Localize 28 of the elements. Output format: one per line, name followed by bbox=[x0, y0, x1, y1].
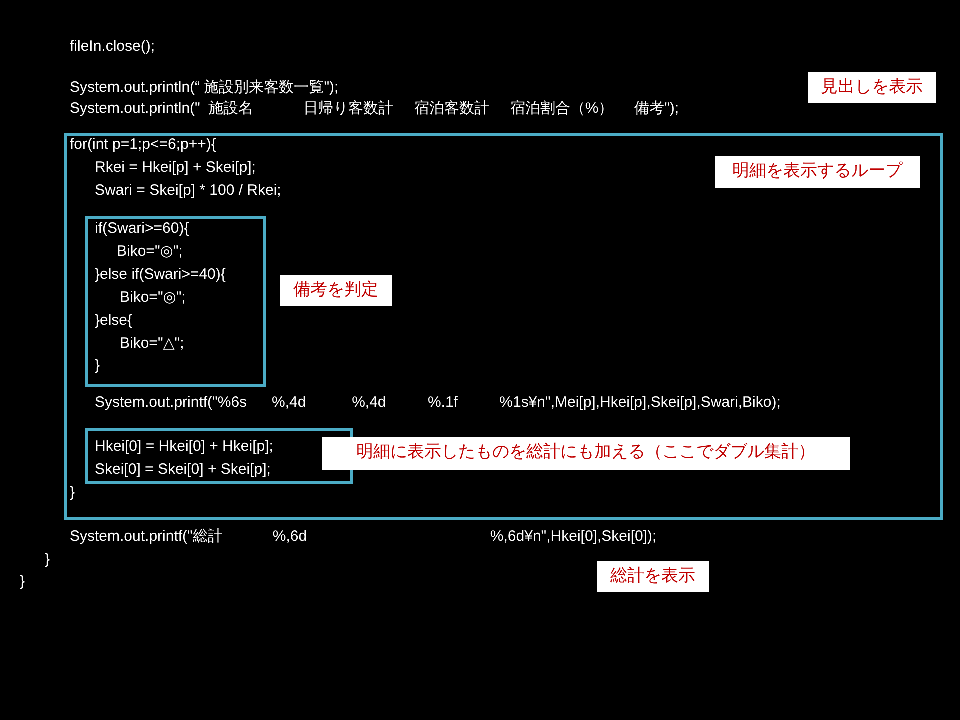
note-box: 明細に表示したものを総計にも加える（ここでダブル集計） bbox=[322, 437, 850, 470]
code-line: for(int p=1;p<=6;p++){ bbox=[70, 135, 216, 155]
note-box: 見出しを表示 bbox=[808, 72, 936, 103]
code-line: Hkei[0] = Hkei[0] + Hkei[p]; bbox=[95, 437, 274, 457]
code-line: } bbox=[20, 572, 26, 592]
code-line: System.out.println(" 施設名 日帰り客数計 宿泊客数計 宿泊割合（%） 備考"); bbox=[70, 99, 680, 119]
code-line: Biko="◎"; bbox=[120, 288, 186, 308]
code-line: } bbox=[45, 550, 50, 570]
code-line: Biko="△"; bbox=[120, 334, 184, 354]
code-line: }else{ bbox=[95, 311, 133, 331]
code-line: Biko="◎"; bbox=[117, 242, 183, 262]
note-box: 明細を表示するループ bbox=[715, 156, 920, 188]
code-line: } bbox=[95, 356, 100, 376]
code-line: System.out.printf("%6s %,4d %,4d %.1f %1s¥n",Mei[p],Hkei[p],Skei[p],Swari,Biko); bbox=[95, 393, 781, 413]
code-line: Rkei = Hkei[p] + Skei[p]; bbox=[95, 158, 256, 178]
code-line: }else if(Swari>=40){ bbox=[95, 265, 226, 285]
code-line: Swari = Skei[p] * 100 / Rkei; bbox=[95, 181, 282, 201]
note-box: 総計を表示 bbox=[597, 561, 709, 592]
code-line: fileIn.close(); bbox=[70, 37, 156, 57]
code-line: System.out.println(“ 施設別来客数一覧"); bbox=[70, 78, 339, 98]
code-line: if(Swari>=60){ bbox=[95, 219, 190, 239]
code-block-frame bbox=[85, 216, 266, 387]
loop-frame bbox=[64, 133, 943, 520]
code-line: } bbox=[70, 483, 76, 503]
code-block-frame bbox=[85, 428, 353, 484]
code-line: System.out.printf("総計 %,6d %,6d¥n",Hkei[0],Skei[0]); bbox=[70, 527, 657, 547]
code-line: Skei[0] = Skei[0] + Skei[p]; bbox=[95, 460, 271, 480]
note-box: 備考を判定 bbox=[280, 275, 392, 306]
